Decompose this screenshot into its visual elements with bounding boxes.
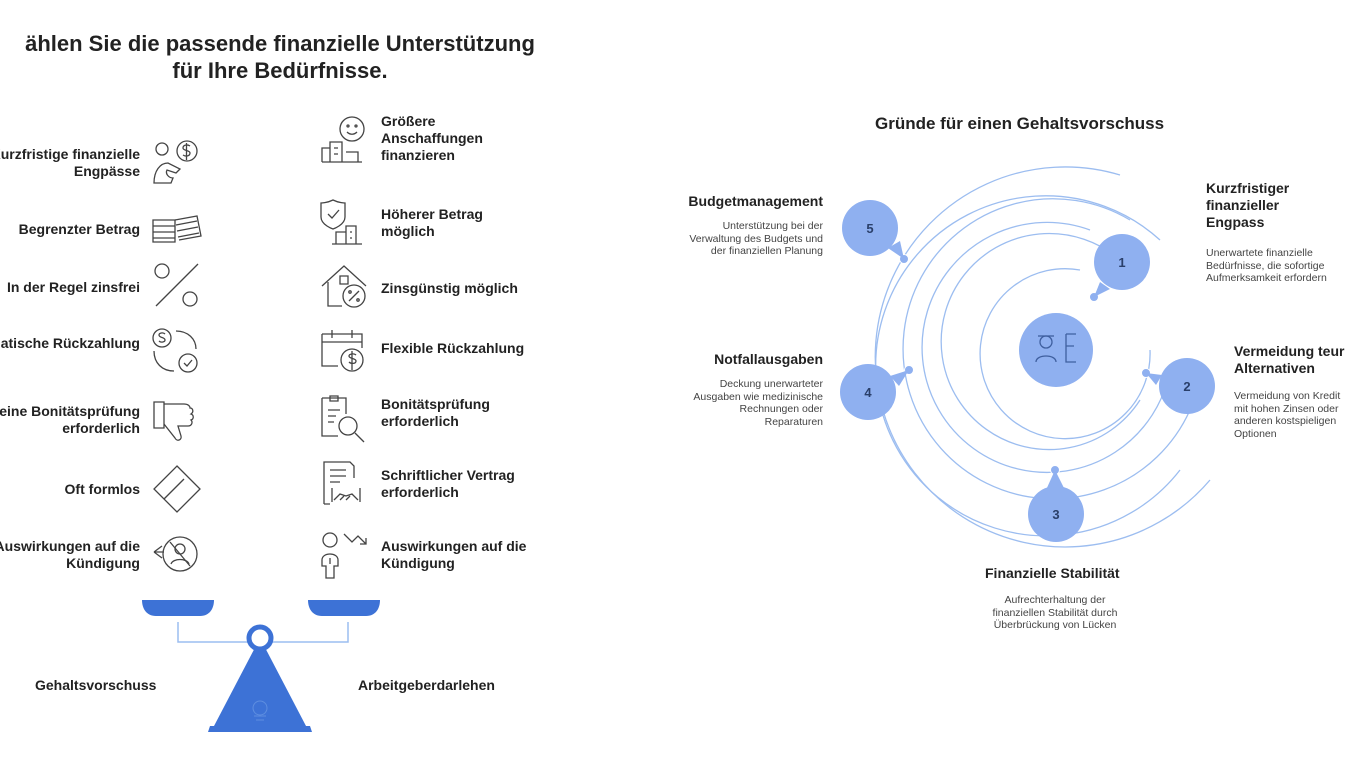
scale-right-label: Arbeitgeberdarlehen: [358, 677, 495, 693]
left-title: ählen Sie die passende finanzielle Unter…: [0, 30, 590, 84]
right-item-2: Höherer Betrag möglich: [381, 206, 483, 239]
node-3-bubble: [1028, 470, 1084, 542]
contract-handshake-icon: [318, 458, 372, 510]
right-item-1: Größere Anschaffungen finanzieren: [381, 113, 483, 163]
left-item-3: In der Regel zinsfrei: [6, 279, 140, 295]
calendar-dollar-icon: [318, 326, 372, 374]
node-5-title: Budgetmanagement: [688, 193, 823, 209]
orbit-ring-1: [940, 232, 1141, 451]
right-title: Gründe für einen Gehaltsvorschuss: [875, 114, 1165, 133]
left-item-7: Keine Auswirkungen auf die Kündigung: [0, 538, 140, 571]
node-2-desc: Vermeidung von Kredit mit hohen Zinsen o…: [1234, 390, 1341, 440]
scale-pivot: [246, 624, 274, 652]
node-2-number: 2: [1183, 379, 1190, 394]
node-4-desc: Deckung unerwarteter Ausgaben wie medizi…: [693, 378, 823, 428]
scale-left-label: Gehaltsvorschuss: [35, 677, 157, 693]
orbit-ring-3: [902, 198, 1191, 500]
document-search-icon: [318, 392, 372, 444]
balance-scale: [142, 600, 380, 732]
left-item-5: eine Bonitätsprüfung erforderlich: [0, 403, 140, 436]
orbit-ring-6: [979, 268, 1151, 440]
diamond-icon: [150, 462, 204, 516]
thumbs-down-icon: [150, 398, 204, 448]
node-3-desc: Aufrechterhaltung der finanziellen Stabi…: [992, 594, 1118, 631]
right-item-6: Schriftlicher Vertrag erforderlich: [381, 467, 515, 500]
left-item-4: Automatische Rückzahlung: [0, 335, 140, 351]
scale-base: [214, 638, 306, 726]
node-3-title: Finanzielle Stabilität: [985, 565, 1120, 581]
node-4-number: 4: [864, 385, 872, 400]
orbit-ring-2: [921, 221, 1171, 474]
left-title-line1: ählen Sie die passende finanzielle Unter…: [25, 31, 535, 56]
node-4-title: Notfallausgaben: [714, 351, 823, 367]
node-1-number: 1: [1118, 255, 1125, 270]
left-item-2: Begrenzter Betrag: [18, 221, 140, 237]
node-1-bubble: [1094, 234, 1150, 297]
shopping-building-icon: [318, 114, 368, 166]
person-no-effect-icon: [150, 532, 204, 578]
house-percent-icon: [318, 262, 372, 312]
node-2-title: Vermeidung teur Alternativen: [1234, 343, 1345, 376]
left-item-6: Oft formlos: [64, 481, 140, 497]
node-4-bubble: [840, 364, 909, 420]
person-dollar-icon: [150, 138, 204, 188]
node-1-desc: Unerwartete finanzielle Bedürfnisse, die…: [1206, 247, 1327, 284]
center-circle: [1019, 313, 1093, 387]
person-decline-icon: [318, 530, 372, 582]
node-2-bubble: [1146, 358, 1215, 414]
percent-icon: [152, 262, 202, 308]
person-document-icon: [1035, 333, 1076, 363]
left-title-line2: für Ihre Bedürfnisse.: [172, 58, 388, 83]
right-item-3: Zinsgünstig möglich: [381, 280, 518, 296]
left-item-1: Kurzfristige finanzielle Engpässe: [0, 146, 140, 179]
node-5-bubble: [842, 200, 904, 259]
node-3-number: 3: [1052, 507, 1059, 522]
auto-payment-icon: [150, 325, 204, 375]
money-stack-icon: [150, 212, 204, 246]
node-5-number: 5: [866, 221, 873, 236]
scale-left-pan: [142, 600, 214, 616]
scale-right-pan: [308, 600, 380, 616]
right-item-7: Auswirkungen auf die Kündigung: [381, 538, 527, 571]
node-1-title: Kurzfristiger finanzieller Engpass: [1206, 180, 1290, 230]
shield-building-icon: [318, 196, 368, 248]
right-item-5: Bonitätsprüfung erforderlich: [381, 396, 490, 429]
right-item-4: Flexible Rückzahlung: [381, 340, 525, 356]
node-5-desc: Unterstützung bei der Verwaltung des Bud…: [689, 220, 823, 257]
orbit-diagram: 1 2 3 4 5: [840, 166, 1215, 548]
